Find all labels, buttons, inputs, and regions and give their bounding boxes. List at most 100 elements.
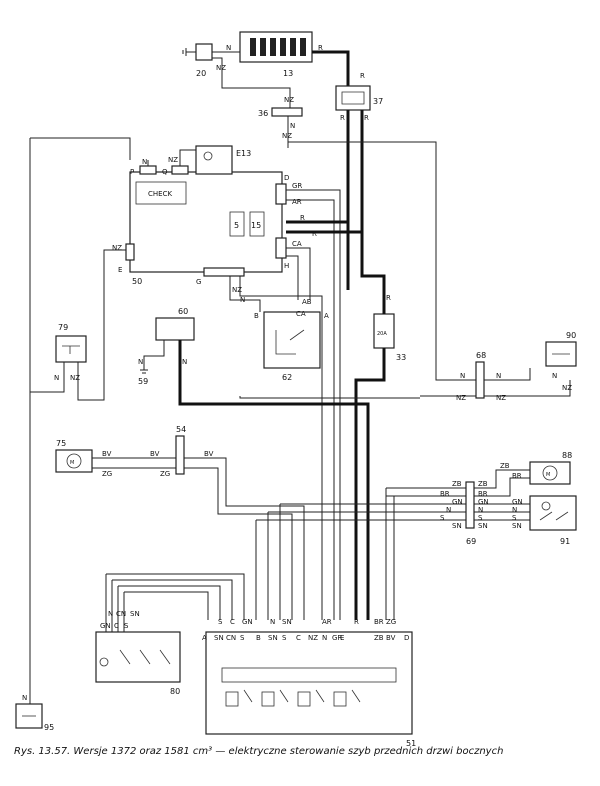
- connector-69-number: 69: [466, 537, 476, 546]
- wire-label: NZ: [232, 286, 242, 294]
- wire-label: AR: [292, 198, 302, 206]
- wire-label: N: [142, 158, 147, 166]
- battery-13: 13: [239, 31, 313, 78]
- connector-68: 68: [475, 351, 486, 399]
- switch-90: 90: [545, 331, 577, 367]
- wire-label: N: [270, 618, 275, 626]
- fuse-number: 33: [396, 353, 406, 362]
- wire-label: S: [440, 514, 445, 522]
- wire-label: AB: [302, 298, 312, 306]
- switch-91: 91: [529, 495, 577, 546]
- wire-label: ZB: [452, 480, 462, 488]
- ground-59-number: 59: [138, 377, 148, 386]
- wire-label: ZG: [386, 618, 396, 626]
- wire-label: A: [202, 634, 207, 642]
- wire-label: SN: [512, 522, 522, 530]
- check-module-50: CHECK 5 15 50: [125, 165, 287, 286]
- relay-79-number: 79: [58, 323, 68, 332]
- switch-90-number: 90: [566, 331, 576, 340]
- battery-number: 13: [283, 69, 293, 78]
- wire-label: GN: [478, 498, 489, 506]
- wire-label: SN: [214, 634, 224, 642]
- wire-label: E: [340, 634, 344, 642]
- module-50-number: 50: [132, 277, 142, 286]
- wire-label: N: [290, 122, 295, 130]
- connector-95: 95: [15, 703, 54, 732]
- ground-20: 20: [182, 43, 213, 78]
- wire-label: NZ: [70, 374, 80, 382]
- switch-block-80: 80: [95, 631, 181, 696]
- wire-label: A: [324, 312, 329, 320]
- svg-text:M: M: [546, 472, 550, 478]
- wire-label: BR: [512, 472, 522, 480]
- wire-label: CN: [116, 610, 126, 618]
- wire-label: BV: [102, 450, 112, 458]
- wire-label: SN: [268, 634, 278, 642]
- wire-label: BV: [150, 450, 160, 458]
- relay-79: 79: [55, 323, 87, 363]
- wire-label: BR: [440, 490, 450, 498]
- wire-label: NZ: [562, 384, 572, 392]
- wire-label: B: [254, 312, 259, 320]
- svg-text:M: M: [70, 460, 74, 466]
- wire-label: H: [284, 262, 289, 270]
- motor-88: M 88: [529, 451, 572, 485]
- wire-label: N: [182, 358, 187, 366]
- wire-label: AR: [322, 618, 332, 626]
- wire-label: R: [300, 214, 305, 222]
- fuse-rating: 20A: [377, 331, 387, 337]
- wire-label: Q: [162, 168, 168, 176]
- wire-label: ZB: [500, 462, 510, 470]
- connector-60-number: 60: [178, 307, 188, 316]
- wire-label: S: [512, 514, 517, 522]
- lamp-group-e13: E13: [195, 145, 251, 175]
- wire-label: D: [404, 634, 409, 642]
- wire-label: S: [124, 622, 129, 630]
- motor-88-number: 88: [562, 451, 572, 460]
- wire-label: B: [256, 634, 261, 642]
- wire-label: NZ: [282, 132, 292, 140]
- wire-label: ZB: [374, 634, 384, 642]
- wire-label: GN: [512, 498, 523, 506]
- wire-label: NZ: [216, 64, 226, 72]
- wire-label: S: [282, 634, 287, 642]
- connector-69: 69: [465, 481, 476, 546]
- check-label: CHECK: [148, 190, 172, 198]
- wire-label: N: [54, 374, 59, 382]
- connector-54: 54: [175, 425, 186, 475]
- wire-label: CN: [226, 634, 236, 642]
- wire-label: BR: [374, 618, 384, 626]
- relay-number: 37: [373, 97, 383, 106]
- unit-51-number: 51: [406, 739, 416, 748]
- wire-label: ZG: [160, 470, 170, 478]
- wire-label: CA: [292, 240, 302, 248]
- wire-label: N: [496, 372, 501, 380]
- wire-label: N: [460, 372, 465, 380]
- wire-label: GN: [242, 618, 253, 626]
- switch-80-number: 80: [170, 687, 180, 696]
- wire-label: N: [478, 506, 483, 514]
- wire-label: BV: [204, 450, 214, 458]
- connector-36: 36: [258, 107, 303, 118]
- wire-label: P: [130, 168, 134, 176]
- wire-label: R: [312, 230, 317, 238]
- e13-number: E13: [236, 149, 251, 158]
- wire-label: N: [446, 506, 451, 514]
- switch-91-number: 91: [560, 537, 570, 546]
- wire-label: GR: [292, 182, 302, 190]
- wire-label: N: [240, 296, 245, 304]
- wire-label: N: [138, 358, 143, 366]
- wire-label: NZ: [456, 394, 466, 402]
- wire-label: N: [512, 506, 517, 514]
- wire-label: C: [230, 618, 235, 626]
- wire-label: SN: [282, 618, 292, 626]
- wire-label: R: [364, 114, 369, 122]
- wire-label: NZ: [284, 96, 294, 104]
- wire-label: ZG: [102, 470, 112, 478]
- connector-36-number: 36: [258, 109, 268, 118]
- relay-37: 37: [335, 85, 383, 111]
- wire-label: D: [284, 174, 289, 182]
- wire-label: SN: [478, 522, 488, 530]
- fuse-33: 20A 33: [373, 313, 406, 362]
